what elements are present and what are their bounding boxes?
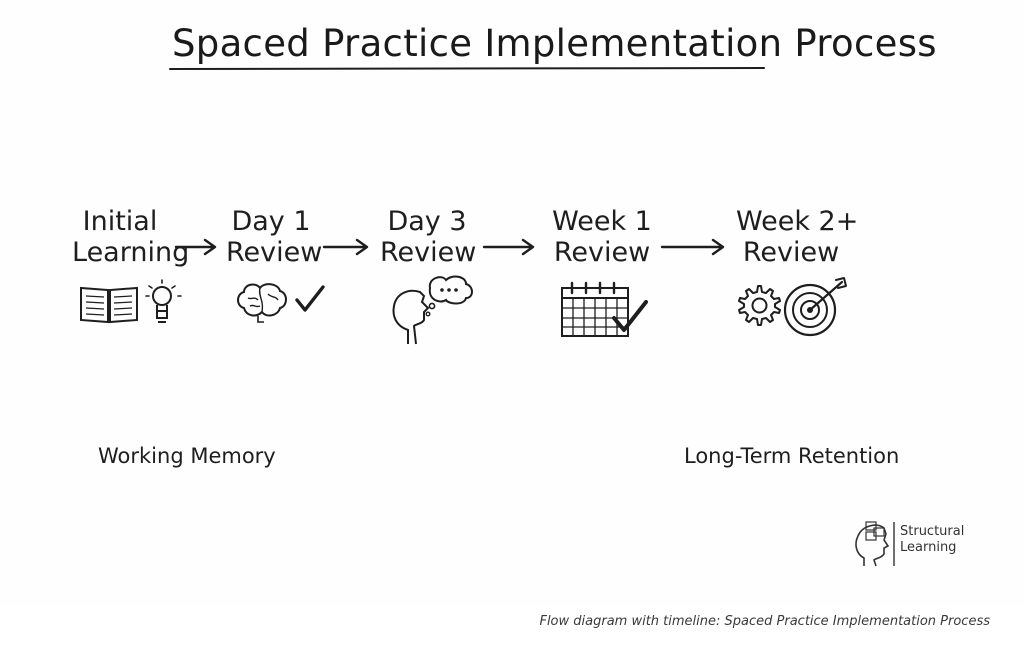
structural-learning-logo: Structural Learning — [852, 518, 972, 568]
logo-line2: Learning — [900, 540, 957, 555]
step-week-2-plus-review: Week 2+ Review — [736, 206, 859, 268]
step-label-line1: Day 3 — [387, 206, 467, 237]
head-puzzle-icon — [855, 521, 895, 567]
diagram-title: Spaced Practice Implementation Process — [172, 22, 937, 65]
step-week-1-review: Week 1 Review — [550, 206, 654, 268]
step-label-line1: Week 2+ — [736, 206, 859, 237]
target-arrow-icon — [783, 277, 847, 337]
step-label-line2: Review — [380, 237, 477, 268]
head-thought-bubble-icon — [392, 275, 473, 345]
calendar-check-icon — [561, 281, 648, 337]
step-label-line2: Review — [742, 237, 840, 268]
flow-arrow — [322, 238, 369, 256]
step-initial-learning: Initial Learning — [72, 206, 190, 268]
step-label-line2: Review — [226, 237, 323, 268]
diagram-canvas: Spaced Practice Implementation Process I… — [72, 22, 972, 568]
step-label-line1: Week 1 — [552, 206, 652, 237]
timeline-start-label: Working Memory — [98, 444, 276, 468]
open-book-icon — [80, 286, 138, 324]
title-underline — [169, 67, 765, 70]
lightbulb-icon — [145, 279, 182, 323]
step-label-line1: Day 1 — [231, 206, 311, 237]
step-label-line1: Initial — [82, 206, 158, 237]
logo-text: Structural Learning — [900, 524, 964, 556]
flow-arrow — [482, 238, 535, 256]
step-day-1-review: Day 1 Review — [226, 206, 323, 268]
checkmark-icon — [295, 285, 325, 312]
flow-arrow — [660, 238, 725, 256]
step-label-line2: Learning — [72, 237, 190, 268]
gear-icon — [738, 285, 781, 326]
figure-caption: Flow diagram with timeline: Spaced Pract… — [539, 614, 990, 629]
logo-line1: Structural — [900, 524, 965, 539]
step-label-line2: Review — [553, 237, 651, 268]
brain-icon — [237, 283, 287, 323]
timeline-end-label: Long-Term Retention — [684, 444, 900, 468]
flow-arrow — [174, 238, 217, 256]
step-day-3-review: Day 3 Review — [380, 206, 477, 268]
